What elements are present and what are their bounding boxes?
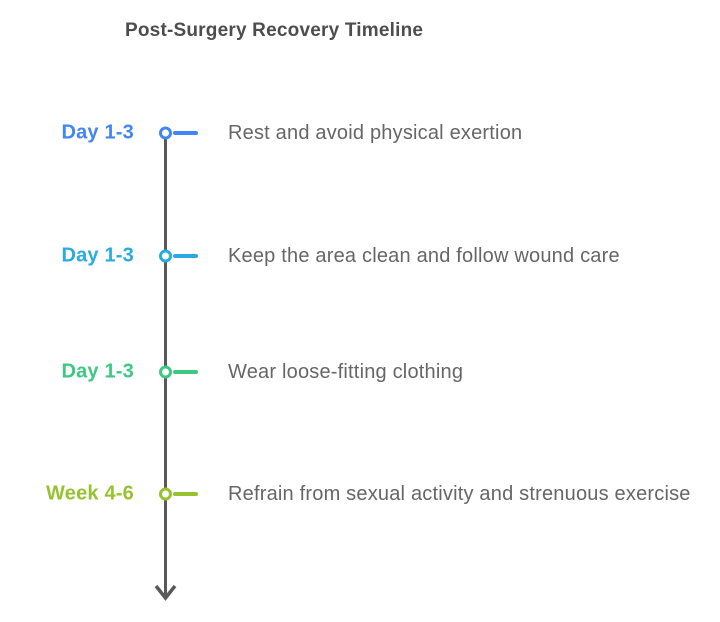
marker-line [173, 131, 198, 135]
axis-arrow-icon [154, 584, 177, 601]
timeline-label: Day 1-3 [61, 121, 134, 144]
marker-dot-icon [159, 249, 172, 263]
timeline-row: Day 1-3 Wear loose-fitting clothing [0, 340, 720, 404]
timeline-text: Wear loose-fitting clothing [228, 361, 464, 383]
marker-line [173, 492, 198, 496]
marker-line [173, 254, 198, 258]
timeline-text: Refrain from sexual activity and strenuo… [228, 483, 691, 505]
marker-dot-icon [159, 487, 172, 501]
timeline-label: Day 1-3 [61, 360, 134, 383]
timeline-row: Day 1-3 Rest and avoid physical exertion [0, 101, 720, 165]
timeline-row: Week 4-6 Refrain from sexual activity an… [0, 462, 720, 526]
marker-dot-icon [159, 365, 172, 379]
timeline-label: Week 4-6 [46, 482, 134, 505]
marker-dot-icon [159, 126, 172, 140]
timeline-text: Keep the area clean and follow wound car… [228, 245, 620, 267]
timeline-text: Rest and avoid physical exertion [228, 122, 523, 144]
timeline-row: Day 1-3 Keep the area clean and follow w… [0, 224, 720, 288]
page-title: Post-Surgery Recovery Timeline [125, 20, 424, 41]
marker-line [173, 370, 198, 374]
timeline-label: Day 1-3 [61, 244, 134, 267]
